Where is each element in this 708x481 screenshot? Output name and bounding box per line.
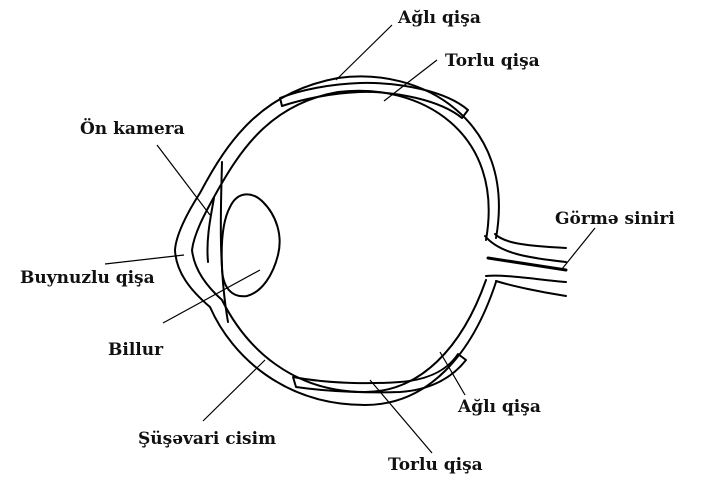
- lens-outline: [222, 194, 280, 296]
- leader-cornea: [105, 255, 184, 264]
- leader-optic-nerve: [562, 228, 595, 269]
- leader-retina-top: [384, 60, 437, 101]
- label-sclera-top: Ağlı qişa: [398, 8, 481, 28]
- optic-nerve-upper: [495, 234, 566, 248]
- leader-anterior-chamber: [157, 145, 210, 215]
- leader-vitreous: [203, 360, 265, 421]
- label-retina-top: Torlu qişa: [445, 51, 540, 71]
- sclera-outer-outline: [175, 76, 499, 405]
- optic-nerve-lower: [496, 281, 566, 296]
- label-optic-nerve: Görmə siniri: [555, 209, 675, 229]
- label-cornea: Buynuzlu qişa: [20, 268, 155, 288]
- label-vitreous-body: Şüşəvari cisim: [138, 429, 276, 449]
- label-lens: Billur: [108, 340, 163, 360]
- label-sclera-bottom: Ağlı qişa: [458, 397, 541, 417]
- leader-sclera-top: [336, 25, 392, 80]
- label-anterior-chamber: Ön kamera: [80, 119, 185, 139]
- label-retina-bottom: Torlu qişa: [388, 455, 483, 475]
